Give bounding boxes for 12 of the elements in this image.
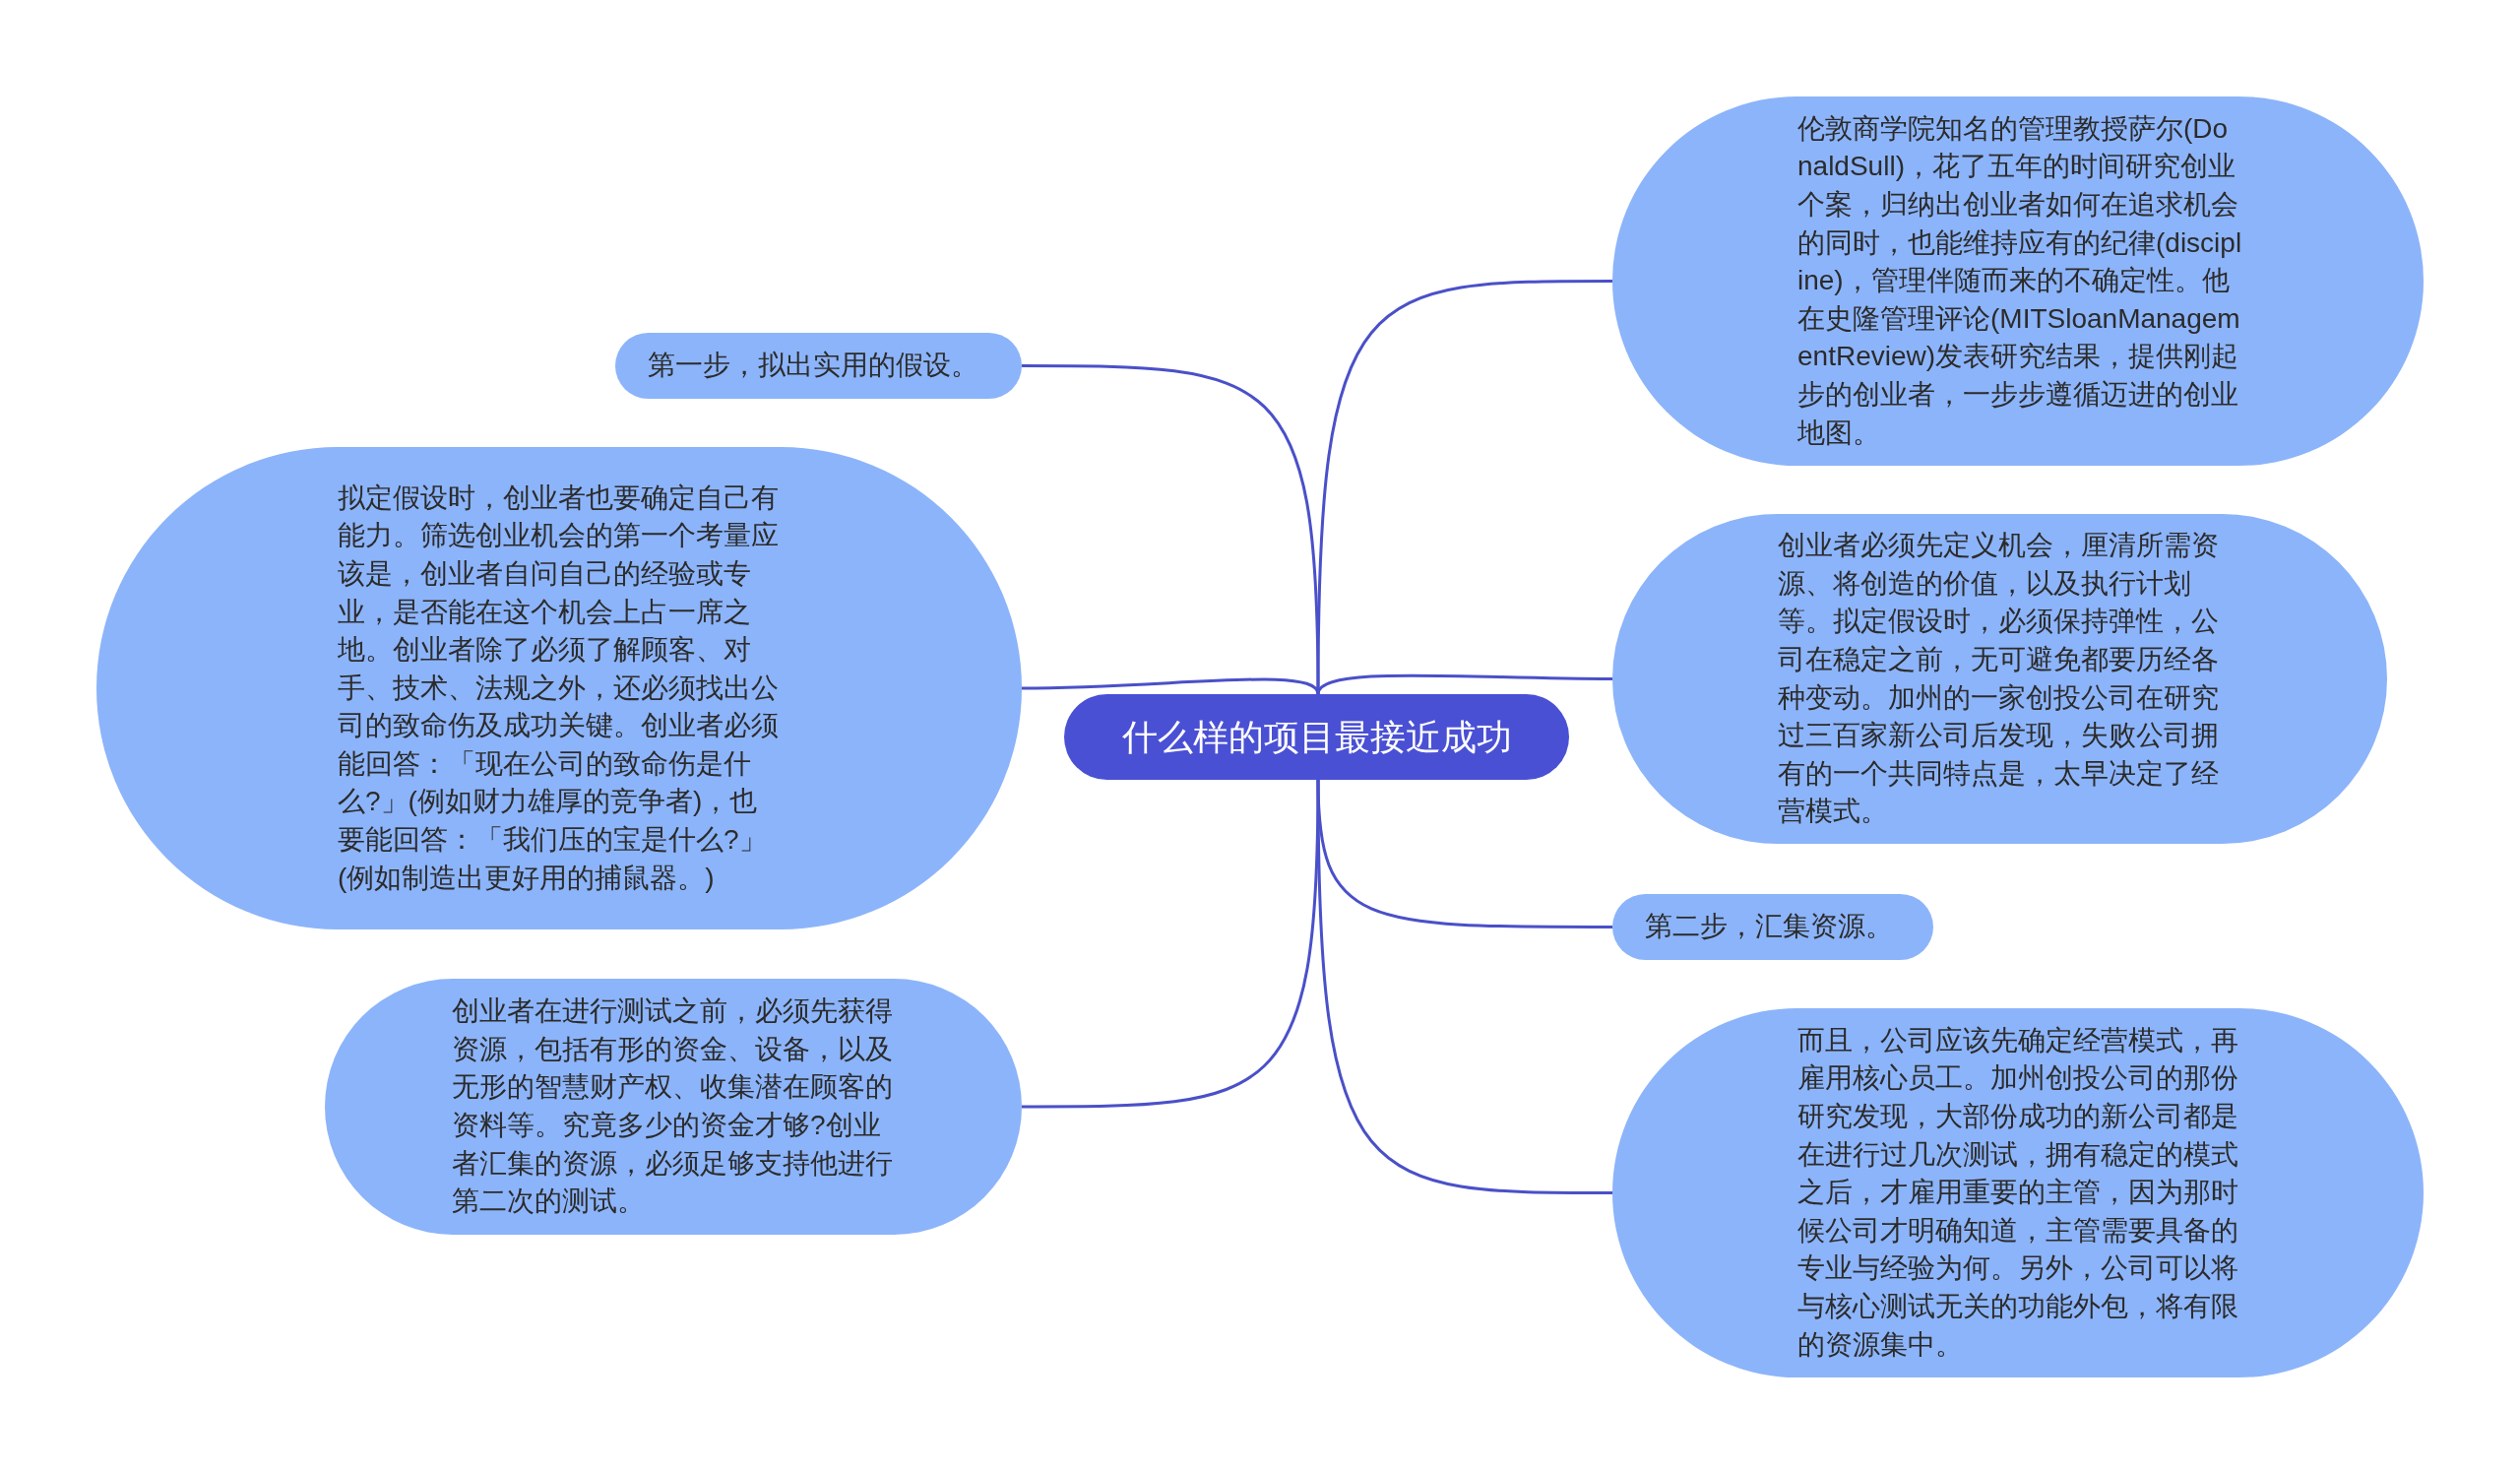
topic-text: 伦敦商学院知名的管理教授萨尔(DonaldSull)，花了五年的时间研究创业个案，归纳出创业者如何在追求机会的同时，也能维持应有的纪律(discipline)，管理伴随而来的不确定性。他在史隆管理评论(MITSloanManagementReview)发表研究结果，提供刚起步的创业者，一步步遵循迈进的创业地图。 xyxy=(1797,111,2242,450)
topic-text: 第一步，拟出实用的假设。 xyxy=(648,349,979,383)
topic-title: 什么样的项目最接近成功 xyxy=(1121,715,1512,759)
branch-line xyxy=(1316,280,1612,694)
topic-text: 第二步，汇集资源。 xyxy=(1645,910,1894,944)
topic-text: 创业者必须先定义机会，厘清所需资源、将创造的价值，以及执行计划等。拟定假设时，必须保持弹性，公司在稳定之前，无可避免都要历经各种变动。加州的一家创投公司在研究过三百家新公司后发现，失败公司拥有的一个共同特点是，太早决定了经营模式。 xyxy=(1778,529,2220,829)
topic-text: 创业者在进行测试之前，必须先获得资源，包括有形的资金、设备，以及无形的智慧财产权、收集潜在顾客的资料等。究竟多少的资金才够?创业者汇集的资源，必须足够支持他进行第二次的测试。 xyxy=(452,994,894,1219)
branch-line xyxy=(1316,780,1612,1194)
topic-text: 而且，公司应该先确定经营模式，再雇用核心员工。加州创投公司的那份研究发现，大部份成功的新公司都是在进行过几次测试，拥有稳定的模式之后，才雇用重要的主管，因为那时候公司才明确知道，主管需要具备的专业与经验为何。另外，公司可以将与核心测试无关的功能外包，将有限的资源集中。 xyxy=(1797,1023,2239,1362)
topic-text: 拟定假设时，创业者也要确定自己有能力。筛选创业机会的第一个考量应该是，创业者自问自己的经验或专业，是否能在这个机会上占一席之地。创业者除了必须了解顾客、对手、技术、法规之外，还必须找出公司的致命伤及成功关键。创业者必须能回答：「现在公司的致命伤是什么?」(例如财力雄厚的竞争者)，也要能回答：「我们压的宝是什么?」(例如制造出更好用的捕鼠器。) xyxy=(338,480,780,895)
branch-line xyxy=(1022,779,1320,1109)
branch-line xyxy=(1316,673,1612,695)
